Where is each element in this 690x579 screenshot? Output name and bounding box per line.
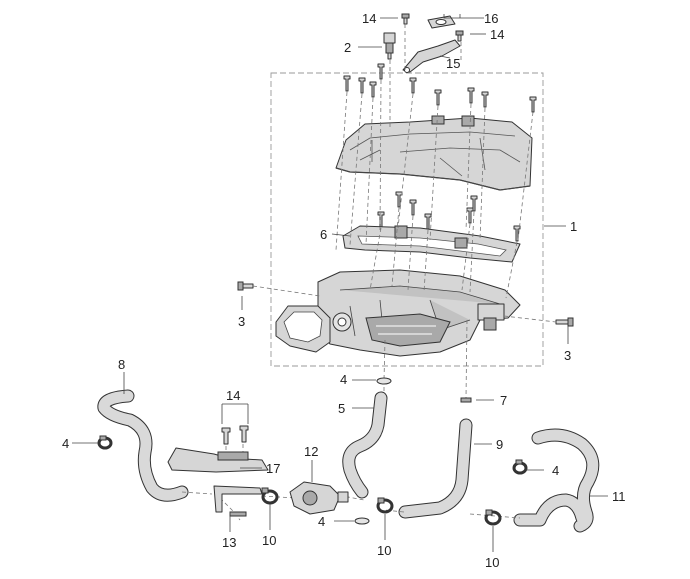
hose-8: [97, 389, 189, 502]
cover-screws: [343, 63, 537, 113]
clamp-10-left: [261, 487, 279, 505]
pin-7: [460, 397, 472, 403]
callout-3-left: 3: [238, 314, 245, 329]
hose-9: [398, 418, 473, 519]
callout-14-lower: 14: [226, 388, 240, 403]
callout-labels: 14 16 14 2 15 1 6 3 3 4 5 7 9 8 4 14 17 …: [62, 11, 626, 570]
callout-4-bottom: 4: [318, 514, 325, 529]
callout-8: 8: [118, 357, 125, 372]
sensor-2: [383, 32, 396, 60]
callout-10-left: 10: [262, 533, 276, 548]
callout-4-center: 4: [340, 372, 347, 387]
callout-10-center: 10: [377, 543, 391, 558]
callout-6: 6: [320, 227, 327, 242]
callout-5: 5: [338, 401, 345, 416]
screw-14-right: [455, 30, 464, 42]
callout-4-left: 4: [62, 436, 69, 451]
callout-4-right: 4: [552, 463, 559, 478]
callout-16: 16: [484, 11, 498, 26]
bracket-15: [402, 39, 461, 73]
clamp-4-bottom: [354, 517, 370, 525]
assembly-frame: [270, 72, 544, 367]
outlet-fitting: [477, 303, 505, 331]
callout-12: 12: [304, 444, 318, 459]
callout-2: 2: [344, 40, 351, 55]
callout-17: 17: [266, 461, 280, 476]
callout-10-right: 10: [485, 555, 499, 570]
gasket-frame-6: [342, 225, 521, 263]
bracket-17: [167, 447, 269, 473]
screw-3-right: [555, 317, 574, 327]
leader-lines: [72, 14, 608, 552]
valve-12: [289, 481, 349, 515]
grommet-16: [427, 15, 456, 29]
clamp-4-right: [512, 459, 528, 475]
callout-15: 15: [446, 56, 460, 71]
hose-5: [342, 391, 388, 499]
clamp-10-right: [484, 509, 502, 526]
airbox-cover: [335, 115, 533, 191]
callout-3-right: 3: [564, 348, 571, 363]
intake-snout: [275, 305, 331, 353]
callout-9: 9: [496, 437, 503, 452]
callout-7: 7: [500, 393, 507, 408]
clamp-10-center: [376, 497, 394, 514]
bracket-13: [213, 485, 263, 517]
callout-11: 11: [612, 489, 626, 504]
airbox-housing: [317, 269, 521, 357]
screw-14-top: [401, 13, 410, 25]
callout-13: 13: [222, 535, 236, 550]
clamp-4-left: [97, 435, 113, 450]
hose-11: [513, 428, 600, 533]
callout-14-top: 14: [362, 11, 376, 26]
screws-14-lower: [221, 425, 249, 445]
screw-3-left: [237, 281, 254, 291]
assembly-lines: [252, 24, 557, 399]
clamp-4-center: [376, 377, 392, 385]
callout-14-right: 14: [490, 27, 504, 42]
callout-1: 1: [570, 219, 577, 234]
